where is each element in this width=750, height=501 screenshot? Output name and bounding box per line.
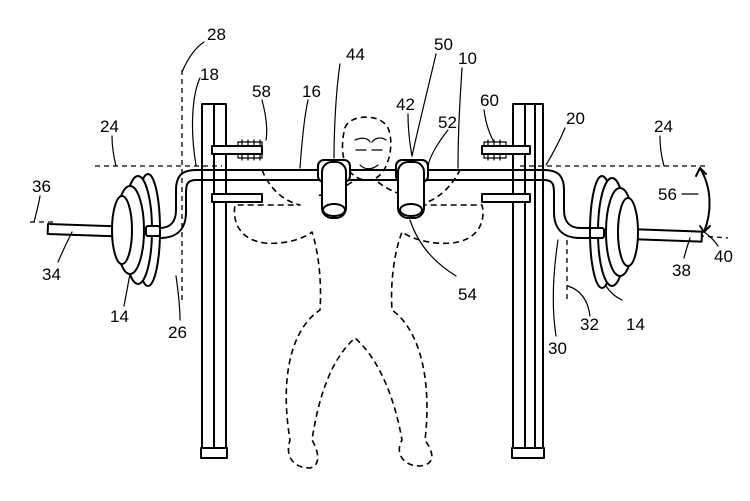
- label-32: 32: [580, 315, 599, 334]
- label-14-right: 14: [626, 315, 645, 334]
- label-26: 26: [168, 323, 187, 342]
- left-weight-plates: [48, 174, 160, 286]
- label-40: 40: [714, 247, 733, 266]
- label-18: 18: [200, 65, 219, 84]
- label-30: 30: [548, 339, 567, 358]
- label-38: 38: [672, 261, 691, 280]
- label-52: 52: [438, 113, 457, 132]
- label-54: 54: [458, 285, 477, 304]
- label-28: 28: [207, 25, 226, 44]
- label-60: 60: [480, 91, 499, 110]
- label-24-right: 24: [654, 117, 673, 136]
- left-shoulder-pad: [318, 160, 350, 218]
- barbell-bar: [196, 170, 544, 180]
- label-44: 44: [346, 45, 365, 64]
- bar-support-arms: [212, 146, 530, 202]
- label-20: 20: [566, 109, 585, 128]
- label-16: 16: [302, 82, 321, 101]
- label-14-left: 14: [110, 307, 129, 326]
- label-56: 56: [658, 185, 677, 204]
- angle-indicator-56: [696, 168, 710, 232]
- label-36: 36: [32, 177, 51, 196]
- label-34: 34: [42, 265, 61, 284]
- label-24-left: 24: [100, 117, 119, 136]
- right-shoulder-pad: [396, 160, 428, 218]
- label-10: 10: [458, 49, 477, 68]
- label-50: 50: [434, 35, 453, 54]
- right-rack-upright: [512, 104, 544, 458]
- label-58: 58: [252, 82, 271, 101]
- label-42: 42: [396, 95, 415, 114]
- left-rack-upright: [201, 104, 227, 458]
- right-bar-bend: [544, 170, 596, 238]
